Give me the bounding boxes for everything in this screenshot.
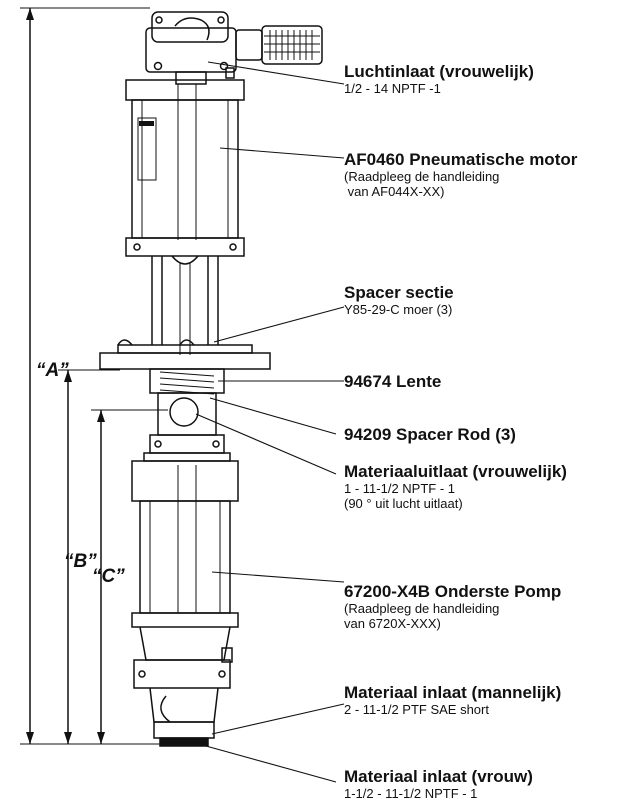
callout-title: Materiaal inlaat (mannelijk) — [344, 683, 562, 702]
leader-lines — [195, 61, 345, 783]
callout-title: 94209 Spacer Rod (3) — [344, 425, 516, 444]
callout-line: Y85-29-C moer (3) — [344, 302, 453, 317]
callout-pneumatic-motor: AF0460 Pneumatische motor (Raadpleeg de … — [344, 150, 577, 199]
callout-title: Materiaaluitlaat (vrouwelijk) — [344, 462, 567, 481]
callout-title: 67200-X4B Onderste Pomp — [344, 582, 562, 601]
air-inlet-assembly — [145, 11, 323, 85]
dimension-lines — [20, 7, 178, 745]
callout-spacer-section: Spacer sectie Y85-29-C moer (3) — [344, 283, 454, 317]
callout-line: (Raadpleeg de handleiding — [344, 601, 500, 616]
lower-pump — [131, 452, 239, 747]
callout-line: van 6720X-XXX) — [344, 616, 441, 631]
spring-and-outlet — [149, 368, 225, 454]
callout-title: Materiaal inlaat (vrouw) — [344, 767, 533, 786]
callout-title: Luchtinlaat (vrouwelijk) — [344, 62, 534, 81]
callout-air-inlet: Luchtinlaat (vrouwelijk) 1/2 - 14 NPTF -… — [344, 62, 534, 96]
callout-line: van AF044X-XX) — [344, 184, 445, 199]
callout-title: AF0460 Pneumatische motor — [344, 150, 578, 169]
callout-lower-pump: 67200-X4B Onderste Pomp (Raadpleeg de ha… — [344, 582, 561, 631]
dimension-label-b: “B” — [64, 551, 97, 572]
dimension-label-a: “A” — [36, 360, 69, 381]
callout-material-inlet-female: Materiaal inlaat (vrouw) 1-1/2 - 11-1/2 … — [344, 767, 533, 801]
callout-line: 1 - 11-1/2 NPTF - 1 — [344, 481, 456, 496]
dimension-label-c: “C” — [92, 566, 125, 587]
callout-line: 1/2 - 14 NPTF -1 — [344, 81, 441, 96]
callout-spacer-rod: 94209 Spacer Rod (3) — [344, 425, 516, 444]
callout-spring: 94674 Lente — [344, 372, 441, 391]
callout-line: (90 ° uit lucht uitlaat) — [344, 496, 463, 511]
callout-title: 94674 Lente — [344, 372, 442, 391]
callout-material-inlet-male: Materiaal inlaat (mannelijk) 2 - 11-1/2 … — [344, 683, 561, 717]
callout-title: Spacer sectie — [344, 283, 454, 302]
callout-line: (Raadpleeg de handleiding — [344, 169, 500, 184]
pneumatic-motor — [125, 79, 245, 265]
callout-material-outlet: Materiaaluitlaat (vrouwelijk) 1 - 11-1/2… — [344, 462, 567, 511]
callout-line: 2 - 11-1/2 PTF SAE short — [344, 702, 489, 717]
spacer-section — [99, 256, 271, 370]
callout-line: 1-1/2 - 11-1/2 NPTF - 1 — [344, 786, 478, 801]
